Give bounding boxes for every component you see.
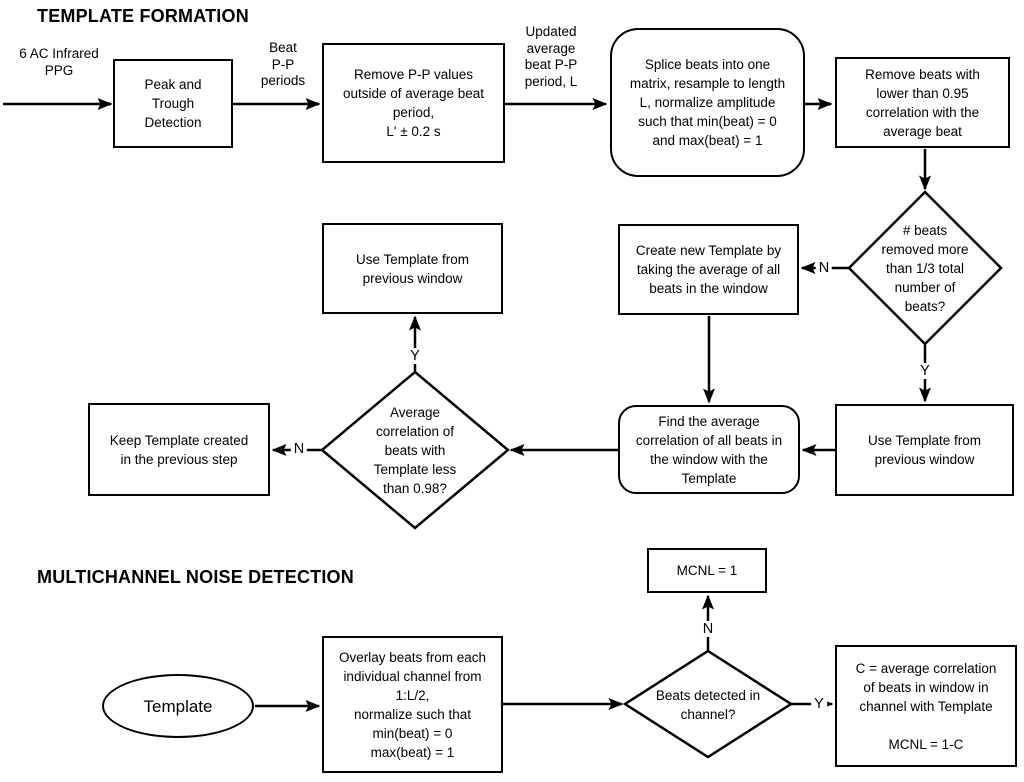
node-peak-trough-detection: Peak and Trough Detection [113, 59, 233, 148]
node-keep-template: Keep Template created in the previous st… [88, 403, 270, 496]
edge-label-n-avg-correlation: N [290, 441, 308, 457]
decision-average-correlation-shape [320, 370, 510, 530]
edge-label-y-avg-correlation: Y [407, 348, 423, 364]
edge-label-n-beats-detected: N [699, 621, 717, 637]
label-beat-pp-periods: Beat P-P periods [260, 40, 306, 88]
node-overlay-beats: Overlay beats from each individual chann… [322, 636, 503, 773]
node-remove-pp-values: Remove P-P values outside of average bea… [322, 43, 505, 163]
section-title-template-formation: TEMPLATE FORMATION [37, 6, 249, 26]
edge-label-y-beats-detected: Y [811, 696, 827, 712]
node-c-average-correlation: C = average correlation of beats in wind… [835, 645, 1017, 767]
node-find-average-correlation: Find the average correlation of all beat… [618, 405, 800, 494]
edge-label-n-beats-removed: N [815, 260, 833, 276]
label-input-ppg: 6 AC Infrared PPG [19, 46, 99, 78]
decision-beats-detected-label: Beats detected in channel? [655, 688, 761, 722]
node-mcnl-equals-1: MCNL = 1 [647, 548, 767, 593]
section-title-multichannel: MULTICHANNEL NOISE DETECTION [37, 567, 354, 587]
node-use-template-previous-bottom: Use Template from previous window [835, 404, 1014, 496]
node-splice-beats: Splice beats into one matrix, resample t… [610, 28, 805, 177]
node-create-new-template: Create new Template by taking the averag… [618, 224, 799, 315]
decision-beats-detected-shape [622, 649, 794, 759]
decision-beats-removed-label: # beats removed more than 1/3 total numb… [881, 223, 969, 314]
decision-average-correlation-label: Average correlation of beats with Templa… [373, 405, 457, 496]
decision-beats-removed-shape [847, 190, 1003, 346]
label-updated-average-period: Updated average beat P-P period, L [524, 24, 578, 89]
node-remove-low-correlation-beats: Remove beats with lower than 0.95 correl… [835, 57, 1010, 148]
node-use-template-previous-top: Use Template from previous window [322, 223, 503, 314]
edge-label-y-beats-removed: Y [917, 363, 933, 379]
ellipse-template-input: Template [102, 674, 254, 738]
